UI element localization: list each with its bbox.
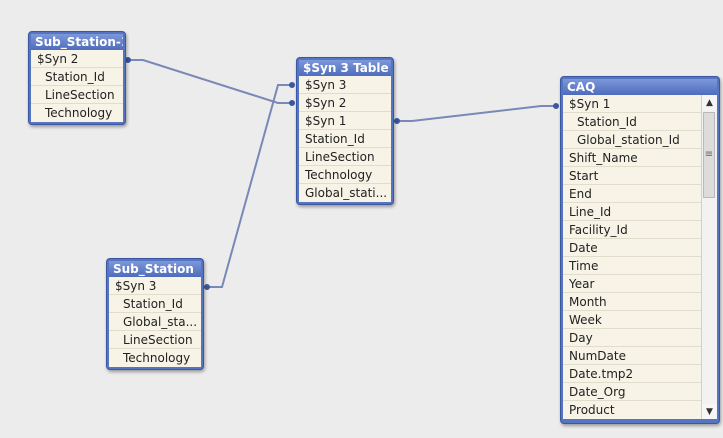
field-syn1[interactable]: $Syn 1 xyxy=(299,112,391,130)
field-list: $Syn 3 $Syn 2 $Syn 1 Station_Id LineSect… xyxy=(299,76,391,202)
connector-dot xyxy=(394,118,400,124)
field-syn2[interactable]: $Syn 2 xyxy=(31,50,123,68)
field-linesection[interactable]: LineSection xyxy=(299,148,391,166)
field-technology[interactable]: Technology xyxy=(299,166,391,184)
link-syn1 xyxy=(397,105,556,122)
link-syn2 xyxy=(128,59,292,104)
field-global-station-id[interactable]: Global_station_Id xyxy=(563,131,701,149)
link-syn3 xyxy=(207,84,292,288)
field-numdate[interactable]: NumDate xyxy=(563,347,701,365)
field-global-station[interactable]: Global_stati... xyxy=(305,186,388,200)
field-product[interactable]: Product xyxy=(569,403,615,417)
connector-dot xyxy=(204,284,210,290)
field-date[interactable]: Date xyxy=(563,239,701,257)
field-station-id[interactable]: Station_Id xyxy=(109,295,201,313)
field-date-org[interactable]: Date_Org xyxy=(563,383,701,401)
grip-icon: ≡ xyxy=(704,149,714,160)
field-syn2[interactable]: $Syn 2 xyxy=(299,94,391,112)
scroll-down-icon[interactable]: ▼ xyxy=(702,404,717,419)
field-linesection[interactable]: LineSection xyxy=(31,86,123,104)
table-title[interactable]: CAQ xyxy=(563,79,717,95)
table-sub-station-1[interactable]: Sub_Station-1 $Syn 2 Station_Id LineSect… xyxy=(28,31,126,125)
field-line-id[interactable]: Line_Id xyxy=(563,203,701,221)
vertical-scrollbar[interactable]: ▲ ≡ ▼ xyxy=(701,95,717,419)
field-month[interactable]: Month xyxy=(563,293,701,311)
field-syn1[interactable]: $Syn 1 xyxy=(563,95,701,113)
table-title[interactable]: Sub_Station xyxy=(109,261,201,277)
field-date-tmp2[interactable]: Date.tmp2 xyxy=(563,365,701,383)
field-year[interactable]: Year xyxy=(563,275,701,293)
scrollbar-thumb[interactable]: ≡ xyxy=(703,112,715,198)
table-title[interactable]: Sub_Station-1 xyxy=(31,34,123,50)
caq-body: $Syn 1 Station_Id Global_station_Id Shif… xyxy=(563,95,717,419)
field-syn3[interactable]: $Syn 3 xyxy=(299,76,391,94)
field-shift-name[interactable]: Shift_Name xyxy=(563,149,701,167)
table-caq[interactable]: CAQ $Syn 1 Station_Id Global_station_Id … xyxy=(560,76,720,424)
field-technology[interactable]: Technology xyxy=(123,351,191,365)
field-time[interactable]: Time xyxy=(563,257,701,275)
scroll-up-icon[interactable]: ▲ xyxy=(702,95,717,110)
field-station-id[interactable]: Station_Id xyxy=(563,113,701,131)
field-list: $Syn 2 Station_Id LineSection Technology xyxy=(31,50,123,122)
table-syn3[interactable]: $Syn 3 Table $Syn 3 $Syn 2 $Syn 1 Statio… xyxy=(296,57,394,205)
field-week[interactable]: Week xyxy=(563,311,701,329)
field-day[interactable]: Day xyxy=(563,329,701,347)
field-syn3[interactable]: $Syn 3 xyxy=(109,277,201,295)
connector-dot xyxy=(289,100,295,106)
field-linesection[interactable]: LineSection xyxy=(109,331,201,349)
field-global-station[interactable]: Global_sta... xyxy=(109,313,201,331)
field-start[interactable]: Start xyxy=(563,167,701,185)
field-end[interactable]: End xyxy=(563,185,701,203)
field-station-id[interactable]: Station_Id xyxy=(299,130,391,148)
field-technology[interactable]: Technology xyxy=(45,106,113,120)
field-station-id[interactable]: Station_Id xyxy=(31,68,123,86)
connector-dot xyxy=(553,103,559,109)
field-list: $Syn 1 Station_Id Global_station_Id Shif… xyxy=(563,95,701,419)
table-title[interactable]: $Syn 3 Table xyxy=(299,60,391,76)
field-list: $Syn 3 Station_Id Global_sta... LineSect… xyxy=(109,277,201,367)
table-sub-station[interactable]: Sub_Station $Syn 3 Station_Id Global_sta… xyxy=(106,258,204,370)
field-facility-id[interactable]: Facility_Id xyxy=(563,221,701,239)
connector-dot xyxy=(289,82,295,88)
